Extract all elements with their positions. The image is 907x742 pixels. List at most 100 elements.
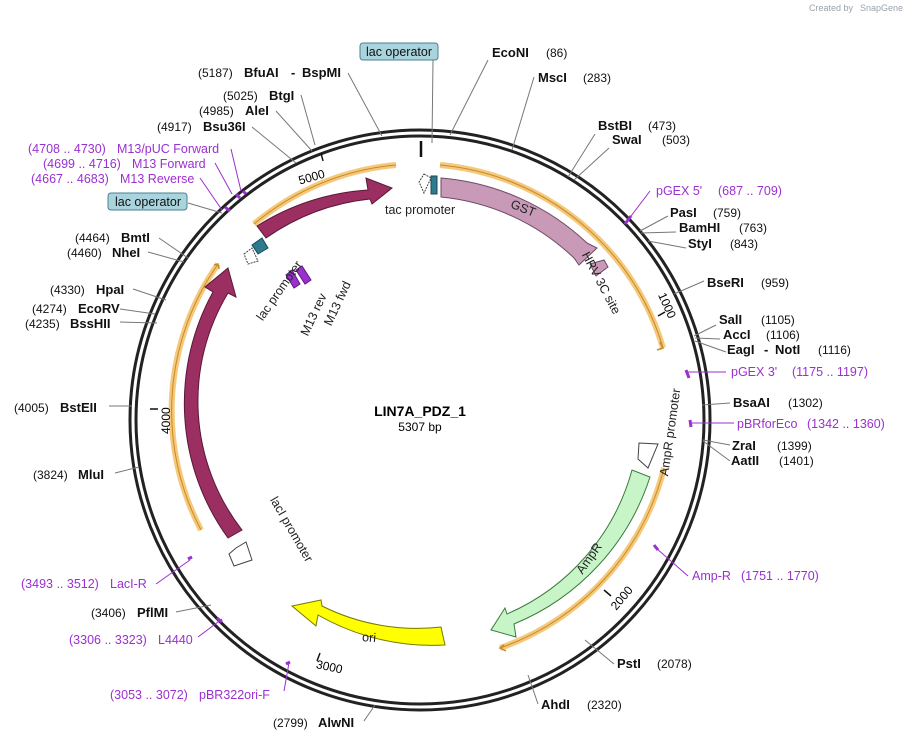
primer-marks xyxy=(187,189,693,666)
enzyme-ecorv-pos: (4274) xyxy=(32,302,67,316)
primer-m13-reverse[interactable]: M13 Reverse xyxy=(120,172,194,186)
enzyme-bspmi[interactable]: BspMI xyxy=(302,65,341,80)
enzyme-bsteii[interactable]: BstEII xyxy=(60,400,97,415)
enzyme-bmti[interactable]: BmtI xyxy=(121,230,150,245)
enzyme-btgi-pos: (5025) xyxy=(223,89,258,103)
primer-pgex3[interactable]: pGEX 3' xyxy=(731,365,777,379)
label-ori: ori xyxy=(362,630,377,645)
primer-l4440-range: (3306 .. 3323) xyxy=(69,633,147,647)
enzyme-styi[interactable]: StyI xyxy=(688,236,712,251)
feature-lac-operator-top[interactable] xyxy=(430,175,438,195)
enzyme-acci-pos: (1106) xyxy=(766,328,800,342)
enzyme-bsshii[interactable]: BssHII xyxy=(70,316,110,331)
enzyme-pasi[interactable]: PasI xyxy=(670,205,697,220)
leader-lac-operator-left xyxy=(187,202,223,214)
primer-ampr[interactable]: Amp-R xyxy=(692,569,731,583)
svg-text:-: - xyxy=(764,342,768,357)
enzyme-sali[interactable]: SalI xyxy=(719,312,742,327)
feature-ampr-arrow[interactable] xyxy=(490,469,651,638)
feature-laci-arrow[interactable] xyxy=(183,267,243,539)
label-laci: lacI xyxy=(202,395,217,415)
enzyme-psti-pos: (2078) xyxy=(657,657,692,671)
enzyme-hpai[interactable]: HpaI xyxy=(96,282,124,297)
enzyme-ecorv[interactable]: EcoRV xyxy=(78,301,120,316)
primer-pbr322ori-f[interactable]: pBR322ori-F xyxy=(199,688,270,702)
enzyme-econi[interactable]: EcoNI xyxy=(492,45,529,60)
enzyme-sali-pos: (1105) xyxy=(761,313,795,327)
primer-l4440[interactable]: L4440 xyxy=(158,633,193,647)
orf-band-ampr-arrowhead xyxy=(498,644,507,652)
feature-lac-promoter[interactable] xyxy=(243,247,259,265)
tick-mark-1000 xyxy=(657,311,666,317)
feature-lac-operator-left[interactable] xyxy=(251,237,269,255)
feature-gst-arrow[interactable] xyxy=(440,177,598,266)
enzyme-zrai[interactable]: ZraI xyxy=(732,438,756,453)
plasmid-size: 5307 bp xyxy=(398,420,442,434)
enzyme-alwni-pos: (2799) xyxy=(273,716,308,730)
feature-ori-arrow[interactable] xyxy=(290,599,446,646)
primer-laci-r[interactable]: LacI-R xyxy=(110,577,147,591)
enzyme-aatii-pos: (1401) xyxy=(779,454,814,468)
enzyme-leader-lines xyxy=(109,59,731,722)
primer-m13-puc-forward-range: (4708 .. 4730) xyxy=(28,142,106,156)
orf-band-gst-arrowhead xyxy=(656,341,665,351)
feature-tac-promoter[interactable] xyxy=(418,173,432,195)
leader-lac-operator-top xyxy=(431,59,434,144)
enzyme-mlui-pos: (3824) xyxy=(33,468,68,482)
label-lac-promoter: lac promoter xyxy=(254,258,305,323)
enzyme-noti[interactable]: NotI xyxy=(775,342,800,357)
enzyme-bsu36i[interactable]: Bsu36I xyxy=(203,119,246,134)
enzyme-bsu36i-pos: (4917) xyxy=(157,120,192,134)
enzyme-msci[interactable]: MscI xyxy=(538,70,567,85)
enzyme-bsteii-pos: (4005) xyxy=(14,401,49,415)
backbone-outer-ring xyxy=(128,128,712,712)
enzyme-bamhi[interactable]: BamHI xyxy=(679,220,720,235)
lac-operator-box-left[interactable]: lac operator xyxy=(107,192,188,211)
enzyme-bstbi[interactable]: BstBI xyxy=(598,118,632,133)
enzyme-nhei[interactable]: NheI xyxy=(112,245,140,260)
enzyme-psti[interactable]: PstI xyxy=(617,656,641,671)
enzyme-acci[interactable]: AccI xyxy=(723,327,750,342)
primer-m13-forward[interactable]: M13 Forward xyxy=(132,157,206,171)
enzyme-msci-pos: (283) xyxy=(583,71,611,85)
feature-m13-rev[interactable] xyxy=(285,269,301,289)
tick-mark-2000 xyxy=(603,589,612,597)
primer-pbrforeco[interactable]: pBRforEco xyxy=(737,417,797,431)
feature-m13-fwd[interactable] xyxy=(295,265,312,285)
primer-laci-r-range: (3493 .. 3512) xyxy=(21,577,99,591)
enzyme-alwni[interactable]: AlwNI xyxy=(318,715,354,730)
orf-band-gst-edge xyxy=(439,164,664,349)
enzyme-swai[interactable]: SwaI xyxy=(612,132,642,147)
enzyme-econi-pos: (86) xyxy=(546,46,567,60)
orf-band-laci-arrowhead xyxy=(213,263,220,270)
enzyme-btgi[interactable]: BtgI xyxy=(269,88,294,103)
feature-hrv-3c-site[interactable] xyxy=(589,259,609,277)
primer-pgex5[interactable]: pGEX 5' xyxy=(656,184,702,198)
primer-m13-puc-forward[interactable]: M13/pUC Forward xyxy=(117,142,219,156)
enzyme-alei[interactable]: AleI xyxy=(245,103,269,118)
orf-band-lacz-edge xyxy=(253,164,397,225)
primer-leader-lines xyxy=(155,148,734,692)
enzyme-bsaai[interactable]: BsaAI xyxy=(733,395,770,410)
enzyme-bseri[interactable]: BseRI xyxy=(707,275,744,290)
enzyme-eagi[interactable]: EagI xyxy=(727,342,754,357)
feature-lacz-alpha-arrow[interactable] xyxy=(256,177,393,239)
enzyme-bsshii-pos: (4235) xyxy=(25,317,60,331)
enzyme-swai-pos: (503) xyxy=(662,133,690,147)
label-ampr-promoter: AmpR promoter xyxy=(657,388,683,477)
enzyme-pflmi[interactable]: PflMI xyxy=(137,605,168,620)
enzyme-alei-pos: (4985) xyxy=(199,104,234,118)
feature-ampr-promoter[interactable] xyxy=(637,442,659,469)
label-laci-promoter: lacI promoter xyxy=(267,494,316,564)
enzyme-bfuai[interactable]: BfuAI xyxy=(244,65,279,80)
enzyme-mlui[interactable]: MluI xyxy=(78,467,104,482)
svg-text:lac operator: lac operator xyxy=(115,195,181,209)
enzyme-bsaai-pos: (1302) xyxy=(788,396,823,410)
feature-laci-promoter[interactable] xyxy=(228,541,253,567)
enzyme-ahdi[interactable]: AhdI xyxy=(541,697,570,712)
svg-text:-: - xyxy=(291,65,295,80)
orf-band-ampr-edge xyxy=(499,467,665,649)
enzyme-aatii[interactable]: AatII xyxy=(731,453,759,468)
lac-operator-box-top[interactable]: lac operator xyxy=(359,42,439,61)
